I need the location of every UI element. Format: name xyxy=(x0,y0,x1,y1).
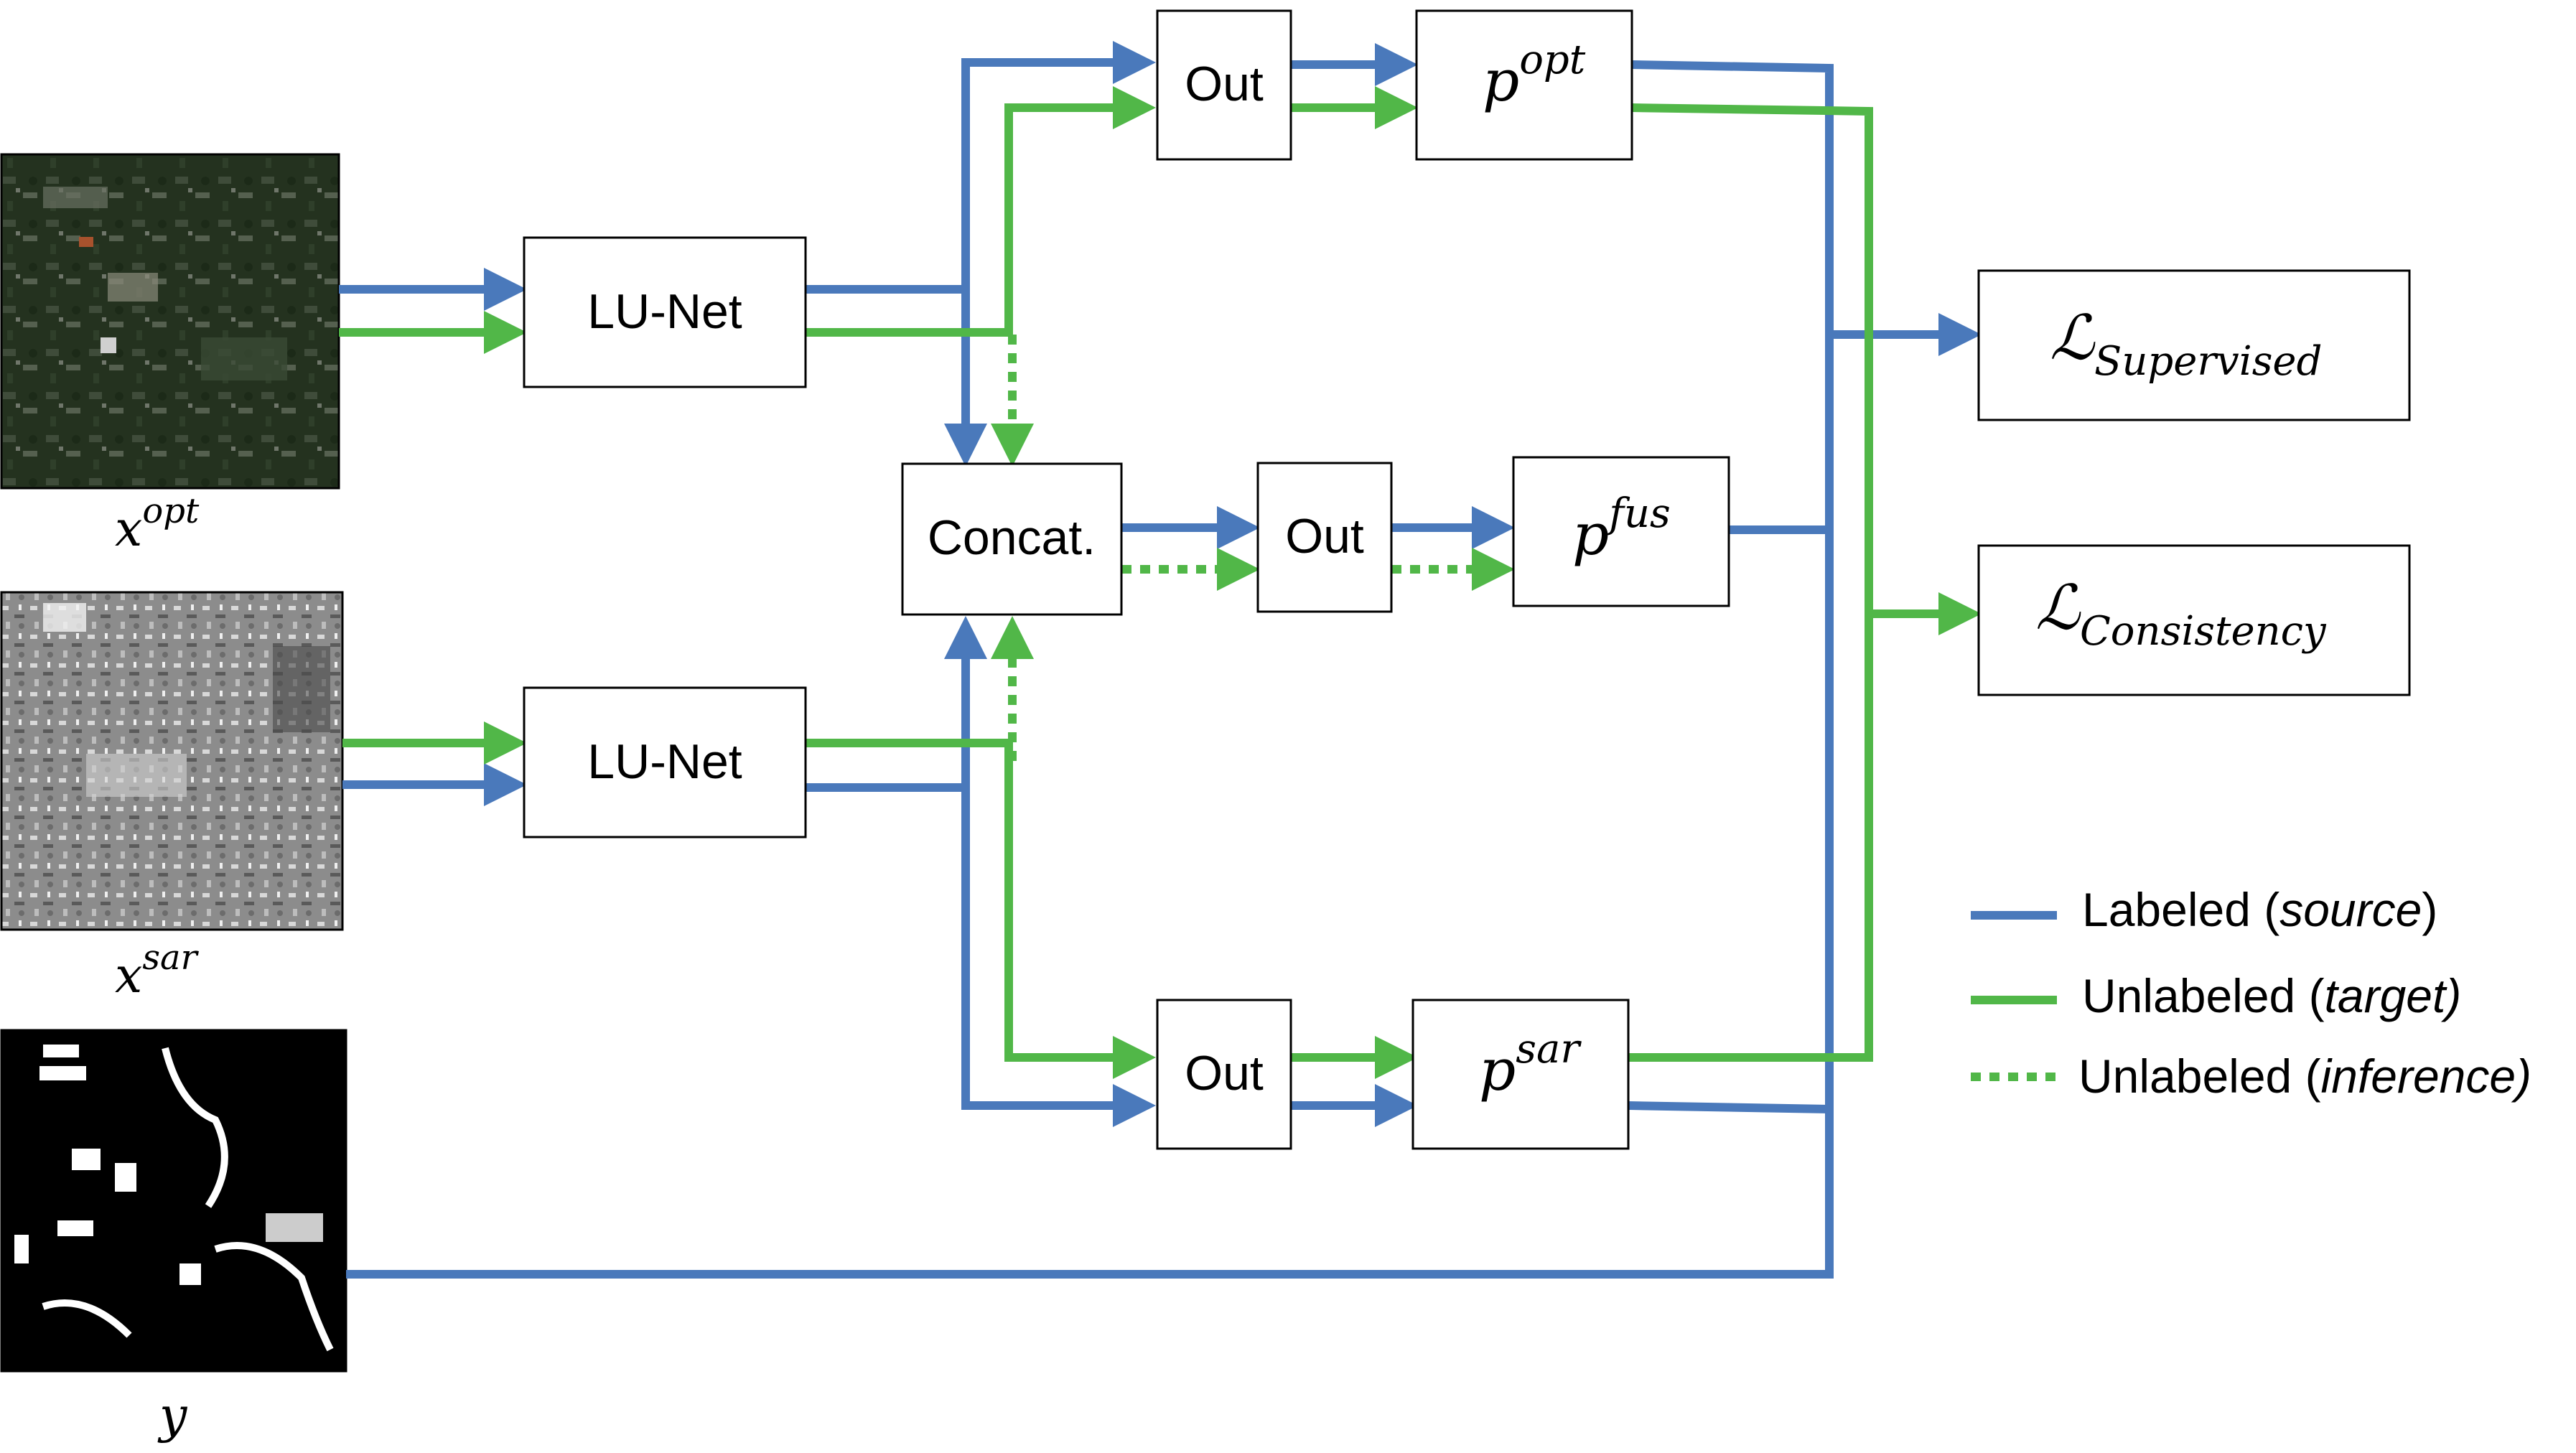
p-opt-base: p xyxy=(1483,47,1519,114)
legend-labeled-end: ) xyxy=(2422,883,2437,936)
loss-supervised-symbol: ℒ xyxy=(2050,302,2096,374)
opt-input-sup: opt xyxy=(142,491,200,531)
p-opt-block: popt xyxy=(1415,9,1633,161)
out-mid-block: Out xyxy=(1256,462,1393,613)
p-opt-sup: opt xyxy=(1519,37,1586,83)
optical-image xyxy=(0,153,340,490)
sar-input-sup: sar xyxy=(142,938,199,978)
loss-consistency-sub: Consistency xyxy=(2080,608,2327,655)
legend-labeled-main: Labeled ( xyxy=(2082,883,2279,936)
p-sar-label: psar xyxy=(1479,1026,1582,1103)
lunet-top-block: LU-Net xyxy=(523,236,807,388)
p-fus-sup: fus xyxy=(1606,490,1671,537)
lunet-bottom-label: LU-Net xyxy=(587,734,742,789)
out-top-block: Out xyxy=(1156,9,1292,161)
legend: Labeled (source) Unlabeled (target) Unla… xyxy=(1971,883,2531,1103)
concat-block: Concat. xyxy=(901,462,1123,616)
lunet-bottom-block: LU-Net xyxy=(523,686,807,838)
sar-input-label: xsar xyxy=(115,938,200,1004)
legend-unlabeled-main: Unlabeled ( xyxy=(2082,969,2325,1022)
sar-input-base: x xyxy=(115,948,142,1004)
p-opt-label: popt xyxy=(1483,37,1586,114)
loss-supervised-label: ℒSupervised xyxy=(2050,302,2322,385)
y-label: y xyxy=(157,1388,188,1444)
loss-supervised-block: ℒSupervised xyxy=(1977,269,2411,421)
out-mid-label: Out xyxy=(1285,509,1364,564)
out-bottom-label: Out xyxy=(1185,1046,1264,1101)
label-map-image xyxy=(0,1029,347,1373)
unlabeled-connections xyxy=(339,86,1982,1079)
out-bottom-block: Out xyxy=(1156,999,1292,1150)
p-sar-sup: sar xyxy=(1516,1026,1582,1073)
p-fus-base: p xyxy=(1572,501,1609,568)
legend-unlabeled-text: Unlabeled (target) xyxy=(2082,969,2461,1022)
concat-label: Concat. xyxy=(928,510,1096,565)
loss-supervised-sub: Supervised xyxy=(2094,338,2322,385)
p-sar-block: psar xyxy=(1411,999,1630,1150)
legend-inference-main: Unlabeled ( xyxy=(2078,1050,2321,1103)
out-top-label: Out xyxy=(1185,57,1264,111)
p-fus-label: pfus xyxy=(1572,490,1671,568)
legend-inference-text: Unlabeled (inference) xyxy=(2078,1050,2531,1103)
lunet-top-label: LU-Net xyxy=(587,284,742,339)
opt-input-label: xopt xyxy=(115,491,200,558)
p-sar-base: p xyxy=(1479,1037,1516,1103)
inference-connections xyxy=(991,335,1515,761)
legend-inference-em: inference) xyxy=(2321,1050,2532,1103)
labeled-connections xyxy=(339,41,1982,1279)
legend-unlabeled-em: target) xyxy=(2325,969,2462,1022)
opt-input-base: x xyxy=(115,501,142,558)
legend-labeled-em: source xyxy=(2279,883,2422,936)
p-fus-block: pfus xyxy=(1512,456,1730,607)
loss-consistency-symbol: ℒ xyxy=(2035,572,2081,644)
loss-consistency-block: ℒConsistency xyxy=(1977,544,2411,696)
sar-image xyxy=(0,591,344,931)
legend-labeled-text: Labeled (source) xyxy=(2082,883,2437,936)
loss-consistency-label: ℒConsistency xyxy=(2035,572,2327,655)
